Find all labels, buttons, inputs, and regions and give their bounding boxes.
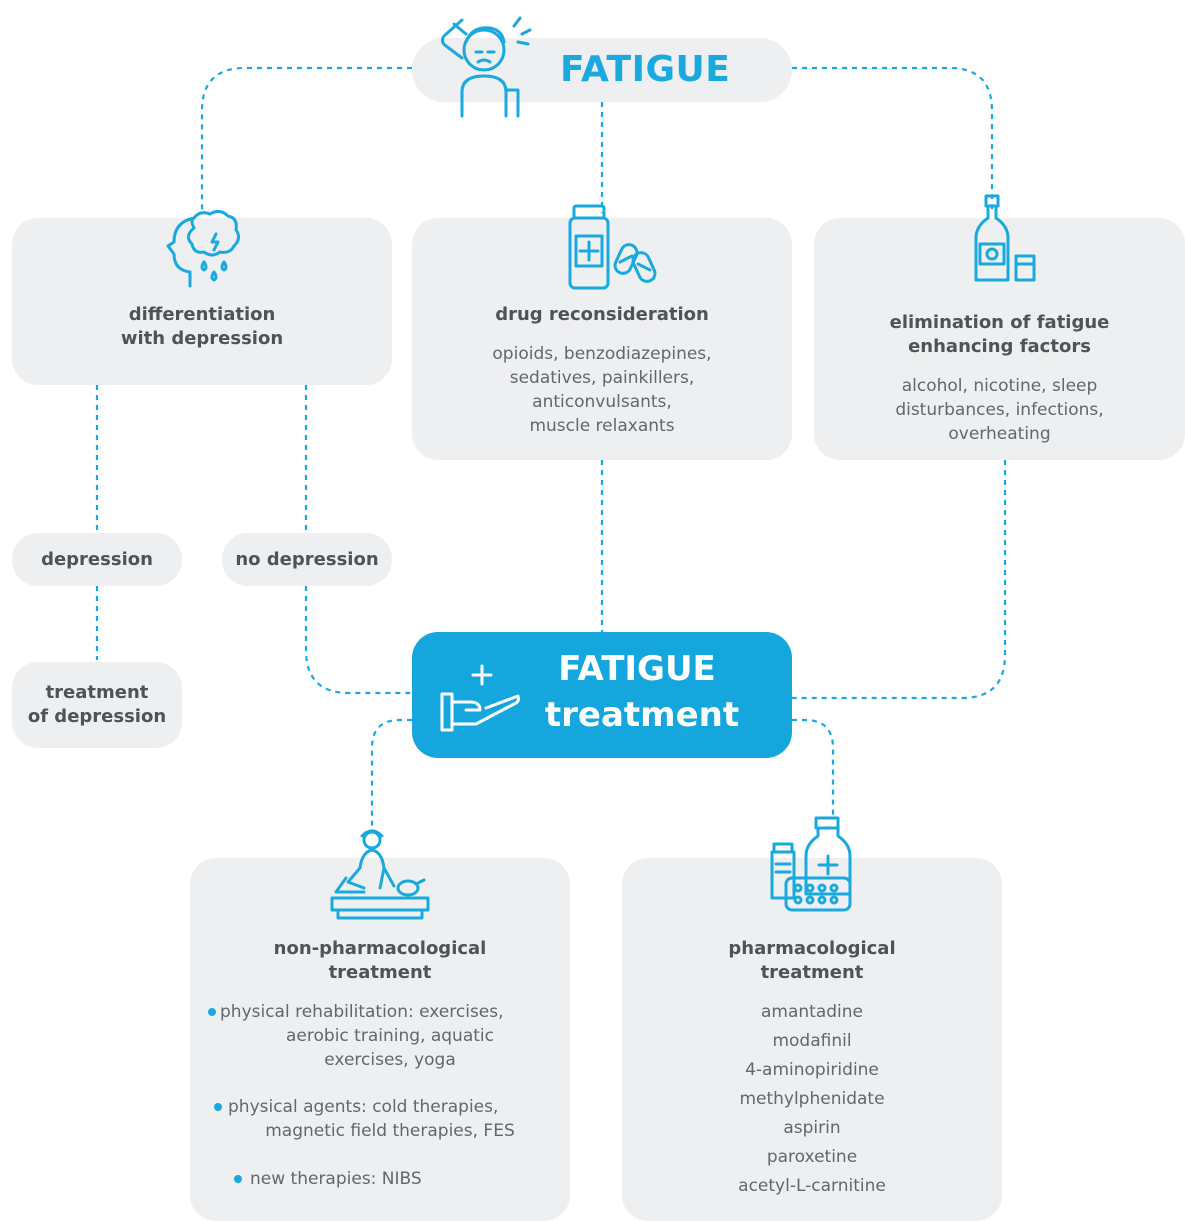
treatment-of-depression-line1: treatment [45,682,149,703]
fatigue-title: FATIGUE [560,49,731,90]
bullet-dot-1 [208,1008,216,1016]
pharm-drug-2: modafinil [772,1031,852,1051]
bullet1-line3: exercises, yoga [324,1050,456,1070]
head-rain-icon [160,206,244,290]
connector-factors-down [792,460,1007,700]
treatment-line2: treatment [544,695,740,735]
fatigue-top-pill [412,38,792,102]
depression-heading-line1: differentiation [128,304,276,325]
bullet2-line1: physical agents: cold therapies, [228,1097,499,1117]
factors-heading-line1: elimination of fatigue [889,312,1110,333]
treatment-line1: FATIGUE [558,649,716,689]
drug-line-4: muscle relaxants [529,416,675,436]
factors-box: elimination of fatigue enhancing factors… [814,194,1185,460]
bullet1-line1: physical rehabilitation: exercises, [220,1002,504,1022]
pharm-drug-7: acetyl-L-carnitine [738,1176,886,1196]
bottle-glass-icon [964,192,1044,288]
drug-reconsideration-box: drug reconsideration opioids, benzodiaze… [412,204,792,460]
connector-no-depression-down [304,586,412,695]
factors-line-1: alcohol, nicotine, sleep [901,376,1098,396]
pharm-heading-line2: treatment [760,962,864,983]
pharm-drug-5: aspirin [783,1118,841,1138]
drug-line-1: opioids, benzodiazepines, [492,344,712,364]
connector-top-left [200,66,412,213]
no-depression-pill: no depression [222,533,392,586]
non-pharm-heading-line1: non-pharmacological [273,938,487,959]
connector-top-right [792,66,994,213]
pill-bottle-icon [562,202,662,292]
connector-pharm [792,718,835,815]
drug-heading: drug reconsideration [495,304,709,325]
pharm-drug-3: 4-aminopiridine [745,1060,879,1080]
medicine-set-icon [762,814,862,918]
depression-differentiation-box: differentiation with depression [12,209,392,385]
drug-line-2: sedatives, painkillers, [509,368,695,388]
pharm-drug-6: paroxetine [766,1147,858,1167]
hand-plus-icon [436,662,526,736]
depression-heading-line2: with depression [120,328,284,349]
bullet-dot-2 [214,1103,222,1111]
tired-person-icon [432,12,542,118]
rehab-person-icon [324,828,436,924]
depression-pill: depression [12,533,182,586]
non-pharm-heading-line2: treatment [328,962,432,983]
bullet3-line1: new therapies: NIBS [250,1169,422,1189]
treatment-of-depression-box: treatment of depression [12,662,182,748]
pharm-drug-1: amantadine [761,1002,863,1022]
factors-heading-line2: enhancing factors [908,336,1091,357]
pharm-drug-4: methylphenidate [739,1089,885,1109]
pharm-heading-line1: pharmacological [728,938,896,959]
factors-line-2: disturbances, infections, [895,400,1104,420]
drug-line-3: anticonvulsants, [532,392,672,412]
connector-non-pharm [370,718,412,828]
factors-line-3: overheating [948,424,1051,444]
fatigue-treatment-box: FATIGUE treatment [412,632,792,758]
bullet2-line2: magnetic field therapies, FES [265,1121,515,1141]
non-pharm-box: non-pharmacological treatment physical r… [190,829,570,1221]
bullet1-line2: aerobic training, aquatic [286,1026,494,1046]
treatment-of-depression-line2: of depression [27,706,167,727]
bullet-dot-3 [234,1175,242,1183]
pharm-box: pharmacological treatment amantadine mod… [622,816,1002,1221]
